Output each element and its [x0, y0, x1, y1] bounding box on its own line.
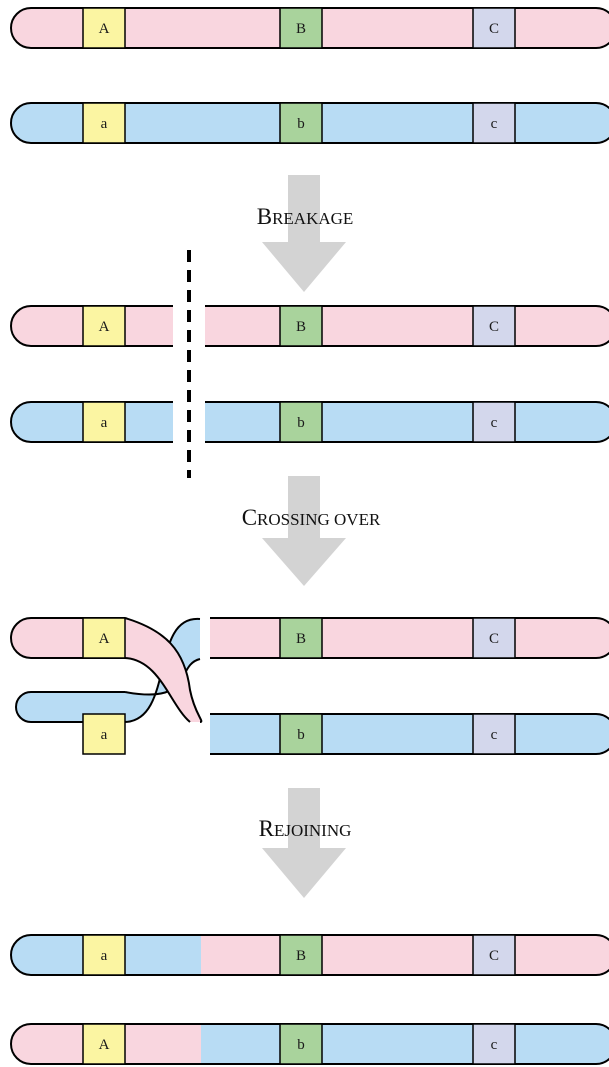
gene-locus-c — [472, 617, 516, 659]
step-label-crossing-over: CROSSING OVER — [242, 505, 381, 530]
gene-label-c: c — [491, 727, 498, 743]
step-label-rejoining: REJOINING — [259, 816, 352, 841]
gene-label-a: A — [99, 21, 110, 37]
gene-label-b: B — [296, 948, 306, 964]
gene-locus-c — [472, 102, 516, 144]
gene-locus-a — [82, 401, 126, 443]
gene-label-c: c — [491, 116, 498, 132]
gene-locus-b — [279, 7, 323, 49]
gene-label-b: b — [297, 727, 305, 743]
gene-label-a: A — [99, 631, 110, 647]
gene-label-c: C — [489, 631, 499, 647]
arrow-breakage — [262, 175, 346, 292]
gene-label-a: a — [101, 415, 108, 431]
gene-label-a: a — [101, 727, 108, 743]
gene-label-c: C — [489, 948, 499, 964]
chromosome-maternal-initial: A B C — [10, 7, 609, 49]
gene-label-b: b — [297, 116, 305, 132]
gene-label-c: C — [489, 21, 499, 37]
gene-locus-b — [279, 934, 323, 976]
gene-label-a: A — [99, 319, 110, 335]
gene-label-c: c — [491, 1037, 498, 1053]
gene-locus-c — [472, 713, 516, 755]
step-label-breakage: BREAKAGE — [257, 204, 354, 229]
gene-locus-a — [82, 617, 126, 659]
gene-locus-a — [82, 7, 126, 49]
gene-locus-b — [279, 305, 323, 347]
gene-label-b: B — [296, 319, 306, 335]
gene-locus-b — [279, 713, 323, 755]
arrow-crossing-over — [262, 476, 346, 586]
gene-locus-b — [279, 617, 323, 659]
gene-label-b: B — [296, 21, 306, 37]
gene-label-b: b — [297, 415, 305, 431]
chromosome-paternal-crossing: a b c — [15, 691, 609, 755]
chromosome-maternal-broken: A B C — [10, 305, 609, 347]
gene-locus-c — [472, 401, 516, 443]
gene-locus-a — [82, 102, 126, 144]
gene-locus-c — [472, 305, 516, 347]
gene-label-a: A — [99, 1037, 110, 1053]
chromosome-paternal-initial: a b c — [10, 102, 609, 144]
chromosome-recombinant-bottom: A b c — [10, 1023, 609, 1065]
chromosome-maternal-crossing: A B C — [10, 617, 609, 659]
gene-locus-a — [82, 934, 126, 976]
gene-label-c: C — [489, 319, 499, 335]
gene-label-c: c — [491, 415, 498, 431]
arrow-rejoining — [262, 788, 346, 898]
gene-locus-b — [279, 401, 323, 443]
crossing-strands — [124, 617, 203, 723]
gene-locus-c — [472, 7, 516, 49]
gene-locus-a — [82, 1023, 126, 1065]
gene-locus-c — [472, 1023, 516, 1065]
gene-locus-a — [82, 305, 126, 347]
gene-label-b: b — [297, 1037, 305, 1053]
chromosome-recombinant-top: a B C — [10, 934, 609, 976]
gene-locus-a — [82, 713, 126, 755]
gene-label-a: a — [101, 948, 108, 964]
gene-label-b: B — [296, 631, 306, 647]
gene-locus-c — [472, 934, 516, 976]
chromosome-paternal-broken: a b c — [10, 401, 609, 443]
gene-label-a: a — [101, 116, 108, 132]
gene-locus-b — [279, 102, 323, 144]
gene-locus-b — [279, 1023, 323, 1065]
